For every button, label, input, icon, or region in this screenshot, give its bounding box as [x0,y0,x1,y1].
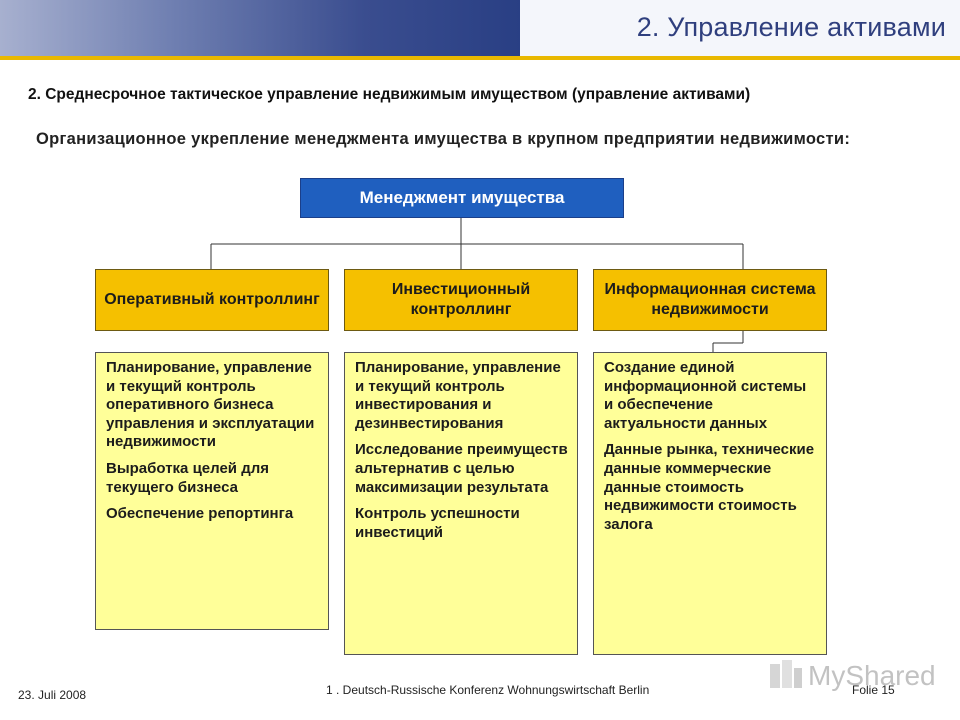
detail-paragraph: Исследование преимуществ альтернатив с ц… [355,441,568,496]
detail-box-investment: Планирование, управление и текущий контр… [344,352,578,655]
detail-box-operational: Планирование, управление и текущий контр… [95,352,329,630]
footer-folio: Folie 15 [852,683,895,697]
detail-paragraph: Данные рынка, технические данные коммерч… [604,441,815,533]
slide-title: 2. Управление активами [636,12,946,42]
detail-paragraph: Обеспечение репортинга [106,505,294,523]
footer-conference: 1 . Deutsch-Russische Konferenz Wohnungs… [326,683,650,697]
detail-paragraph: Контроль успешности инвестиций [355,505,520,541]
header-divider [0,56,960,60]
detail-paragraph: Создание единой информационной системы и… [604,359,807,432]
detail-paragraph: Выработка целей для текущего бизнеса [106,459,269,496]
detail-paragraph: Планирование, управление и текущий контр… [355,359,561,432]
footer-date: 23. Juli 2008 [18,688,87,702]
root-node-asset-management: Менеджмент имущества [300,178,624,218]
branch-node-operational-controlling: Оперативный контроллинг [95,269,329,331]
slide-header: 2. Управление активами [0,0,960,62]
branch-node-investment-controlling: Инвестиционный контроллинг [344,269,578,331]
watermark-logo-icon [770,660,802,688]
detail-paragraph: Планирование, управление и текущий контр… [106,359,315,451]
branch-node-real-estate-info-system: Информационная система недвижимости [593,269,827,331]
intro-text: Организационное укрепление менеджмента и… [36,130,851,148]
detail-box-info-system: Создание единой информационной системы и… [593,352,827,655]
watermark-text: MyShared [808,660,936,691]
section-title: 2. Среднесрочное тактическое управление … [28,86,751,103]
header-title-band [520,0,960,58]
